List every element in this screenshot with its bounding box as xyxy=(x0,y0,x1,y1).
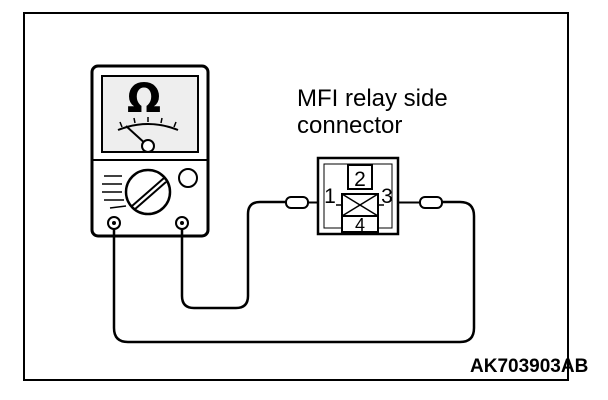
ohm-symbol: Ω xyxy=(127,76,161,122)
probe-tip-left xyxy=(285,196,309,209)
terminal-label-4: 4 xyxy=(355,215,365,235)
test-lead-left-jack-to-terminal-3 xyxy=(112,200,476,344)
terminal-2-cell xyxy=(347,164,373,190)
zero-adjust-knob xyxy=(178,168,198,188)
terminal-label-1: 1 xyxy=(324,185,336,208)
terminal-4-cell xyxy=(341,215,379,233)
scale-tick xyxy=(173,121,177,128)
scale-tick xyxy=(119,121,123,128)
connector-title-line1: MFI relay side xyxy=(297,85,448,112)
probe-jack-right-inner xyxy=(180,221,184,225)
probe-jack-left-inner xyxy=(112,221,116,225)
test-lead-right-jack-to-terminal-1 xyxy=(180,200,286,310)
terminal-label-3: 3 xyxy=(381,185,393,208)
connector-title-line2: connector xyxy=(297,112,403,139)
relay-coil-x2 xyxy=(341,193,379,217)
meter-scale-arc xyxy=(117,123,179,131)
scale-tick xyxy=(160,117,163,124)
range-selector-dial xyxy=(102,168,172,216)
mfi-relay-connector: 2 1 3 4 xyxy=(316,156,400,236)
probe-tip-right xyxy=(419,196,443,209)
terminal-label-2: 2 xyxy=(354,168,366,191)
scale-tick xyxy=(133,117,136,124)
figure-code: AK703903AB xyxy=(470,356,589,377)
ohmmeter: Ω xyxy=(90,64,210,238)
needle-pivot xyxy=(141,139,155,153)
figure-frame xyxy=(23,12,569,381)
